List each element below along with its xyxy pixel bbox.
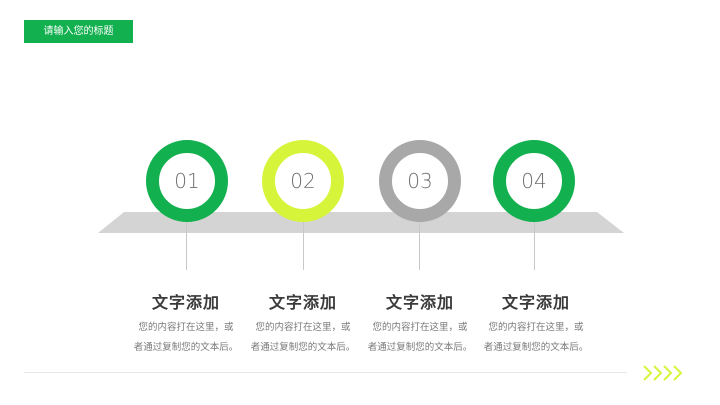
- step-4-desc-line-1: 您的内容打在这里，或: [488, 322, 584, 333]
- step-3-stem-line: [419, 220, 420, 270]
- step-4-title: 文字添加: [501, 293, 570, 312]
- step-1-description: 您的内容打在这里，或 者通过复制您的文本后。: [126, 318, 246, 358]
- step-4-description: 您的内容打在这里，或 者通过复制您的文本后。: [476, 318, 596, 358]
- step-3-desc-line-1: 您的内容打在这里，或: [372, 322, 468, 333]
- step-3-desc-line-2: 者通过复制您的文本后。: [367, 342, 473, 353]
- chevron-right-icon: [643, 365, 683, 381]
- step-1-number: 01: [174, 169, 200, 193]
- step-2-title: 文字添加: [268, 293, 337, 312]
- slide-title-tag: 请输入您的标题: [24, 20, 133, 43]
- footer-divider: [24, 372, 627, 373]
- step-2-circle: 02: [262, 140, 344, 222]
- step-1-title: 文字添加: [151, 293, 220, 312]
- step-2-description: 您的内容打在这里，或 者通过复制您的文本后。: [243, 318, 363, 358]
- step-2-stem-line: [303, 220, 304, 270]
- step-1-desc-line-2: 者通过复制您的文本后。: [133, 342, 239, 353]
- step-4-stem-line: [534, 220, 535, 270]
- step-2-number: 02: [290, 169, 316, 193]
- step-3-description: 您的内容打在这里，或 者通过复制您的文本后。: [360, 318, 480, 358]
- step-3-circle: 03: [379, 140, 461, 222]
- step-2-desc-line-2: 者通过复制您的文本后。: [250, 342, 356, 353]
- step-2-desc-line-1: 您的内容打在这里，或: [255, 322, 351, 333]
- step-1-circle: 01: [146, 140, 228, 222]
- step-4-desc-line-2: 者通过复制您的文本后。: [483, 342, 589, 353]
- step-3-number: 03: [407, 169, 433, 193]
- step-3-title: 文字添加: [385, 293, 454, 312]
- step-1-stem-line: [186, 220, 187, 270]
- step-4-circle: 04: [493, 140, 575, 222]
- step-1-desc-line-1: 您的内容打在这里，或: [138, 322, 234, 333]
- step-4-number: 04: [521, 169, 547, 193]
